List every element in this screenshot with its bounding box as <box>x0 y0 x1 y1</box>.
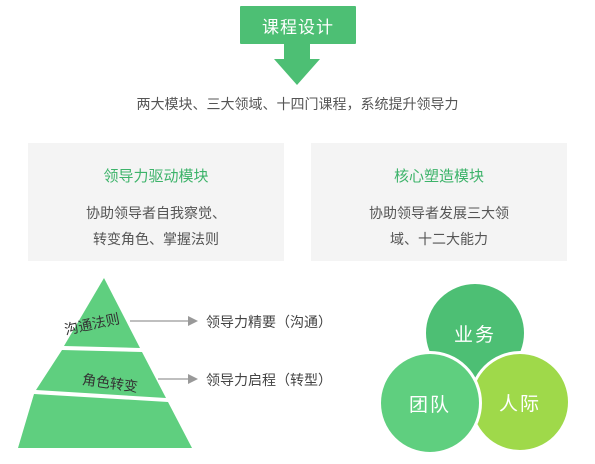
down-arrow-icon <box>274 43 320 85</box>
module-description-line: 协助领导者自我察觉、 <box>86 206 226 222</box>
course-design-title-badge: 课程设计 <box>240 6 356 44</box>
module-title: 领导力驱动模块 <box>103 167 209 185</box>
pyramid-tier-middle <box>36 350 166 398</box>
pyramid-tier-bottom <box>18 394 192 448</box>
venn-circle-label: 团队 <box>408 393 451 416</box>
module-card-leadership-driver: 领导力驱动模块 协助领导者自我察觉、 转变角色、掌握法则 <box>28 143 284 261</box>
module-description-line: 域、十二大能力 <box>390 232 488 248</box>
pointer-label: 领导力启程（转型） <box>206 373 332 389</box>
module-description-line: 转变角色、掌握法则 <box>93 232 219 248</box>
module-title: 核心塑造模块 <box>393 167 484 185</box>
venn-circle-label: 业务 <box>453 323 496 346</box>
pointer-arrow-icon <box>158 374 198 384</box>
pointer-arrow-icon <box>130 316 198 326</box>
venn-circle-label: 人际 <box>498 392 541 415</box>
venn-circle-team: 团队 <box>378 351 482 455</box>
module-description: 协助领导者发展三大领 域、十二大能力 <box>311 201 567 253</box>
subtitle: 两大模块、三大领域、十四门课程，系统提升领导力 <box>136 97 459 113</box>
pointer-label: 领导力精要（沟通） <box>206 315 332 331</box>
venn-circle-interpersonal: 人际 <box>469 351 571 453</box>
module-description: 协助领导者自我察觉、 转变角色、掌握法则 <box>28 201 284 253</box>
pyramid-diagram <box>18 278 192 448</box>
module-description-line: 协助领导者发展三大领 <box>369 206 509 222</box>
pyramid-tier-top <box>64 278 140 348</box>
module-card-core-shaping: 核心塑造模块 协助领导者发展三大领 域、十二大能力 <box>311 143 567 261</box>
